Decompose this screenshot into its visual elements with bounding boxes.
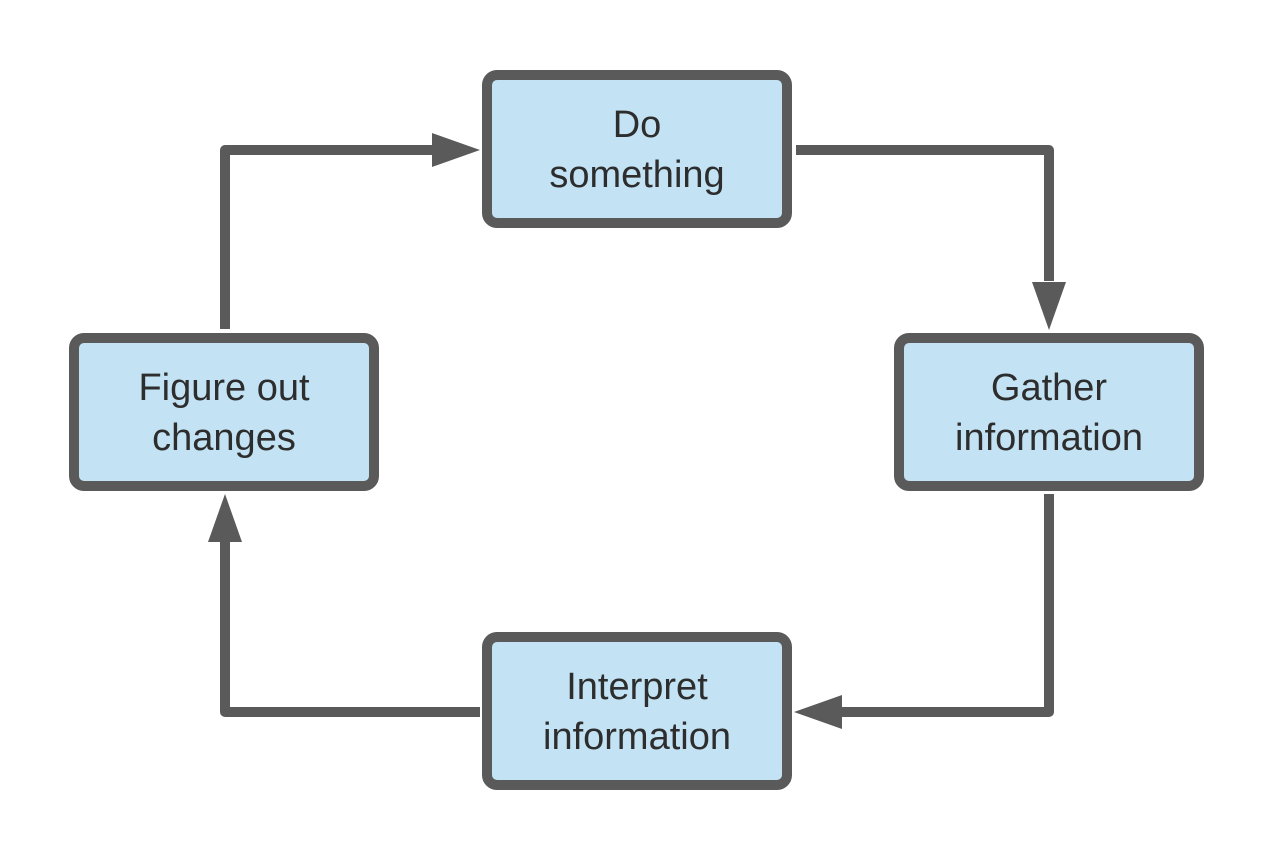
nodes-layer: DosomethingGatherinformationInterpretinf… [69, 70, 1204, 790]
connector-line [220, 145, 432, 329]
node-label-line: information [955, 417, 1143, 459]
node-label-line: Figure out [138, 367, 310, 409]
node-interpret-information: Interpret information [482, 632, 792, 790]
connector-line [842, 494, 1054, 717]
node-do-something: Do something [482, 70, 792, 228]
node-label-line: Interpret [566, 666, 708, 708]
node-label-line: Do [613, 104, 662, 146]
node-box [482, 632, 792, 790]
node-box [482, 70, 792, 228]
node-label-line: changes [152, 417, 296, 459]
node-figure-out-changes: Figure out changes [69, 333, 379, 491]
arrowhead-icon [794, 695, 842, 729]
node-label-line: Gather [991, 367, 1108, 409]
arrow-do-something-to-gather-information [796, 145, 1066, 330]
arrow-figure-out-changes-to-do-something [220, 133, 480, 329]
node-box [894, 333, 1204, 491]
arrowhead-icon [1032, 282, 1066, 330]
node-label-line: something [549, 154, 724, 196]
node-gather-information: Gather information [894, 333, 1204, 491]
connector-line [220, 542, 480, 717]
arrow-interpret-information-to-figure-out-changes [208, 494, 480, 717]
arrowhead-icon [208, 494, 242, 542]
node-label-line: information [543, 716, 731, 758]
connector-line [796, 145, 1054, 281]
node-box [69, 333, 379, 491]
arrowhead-icon [432, 133, 480, 167]
arrow-gather-information-to-interpret-information [794, 494, 1054, 729]
connectors-layer [208, 133, 1066, 729]
